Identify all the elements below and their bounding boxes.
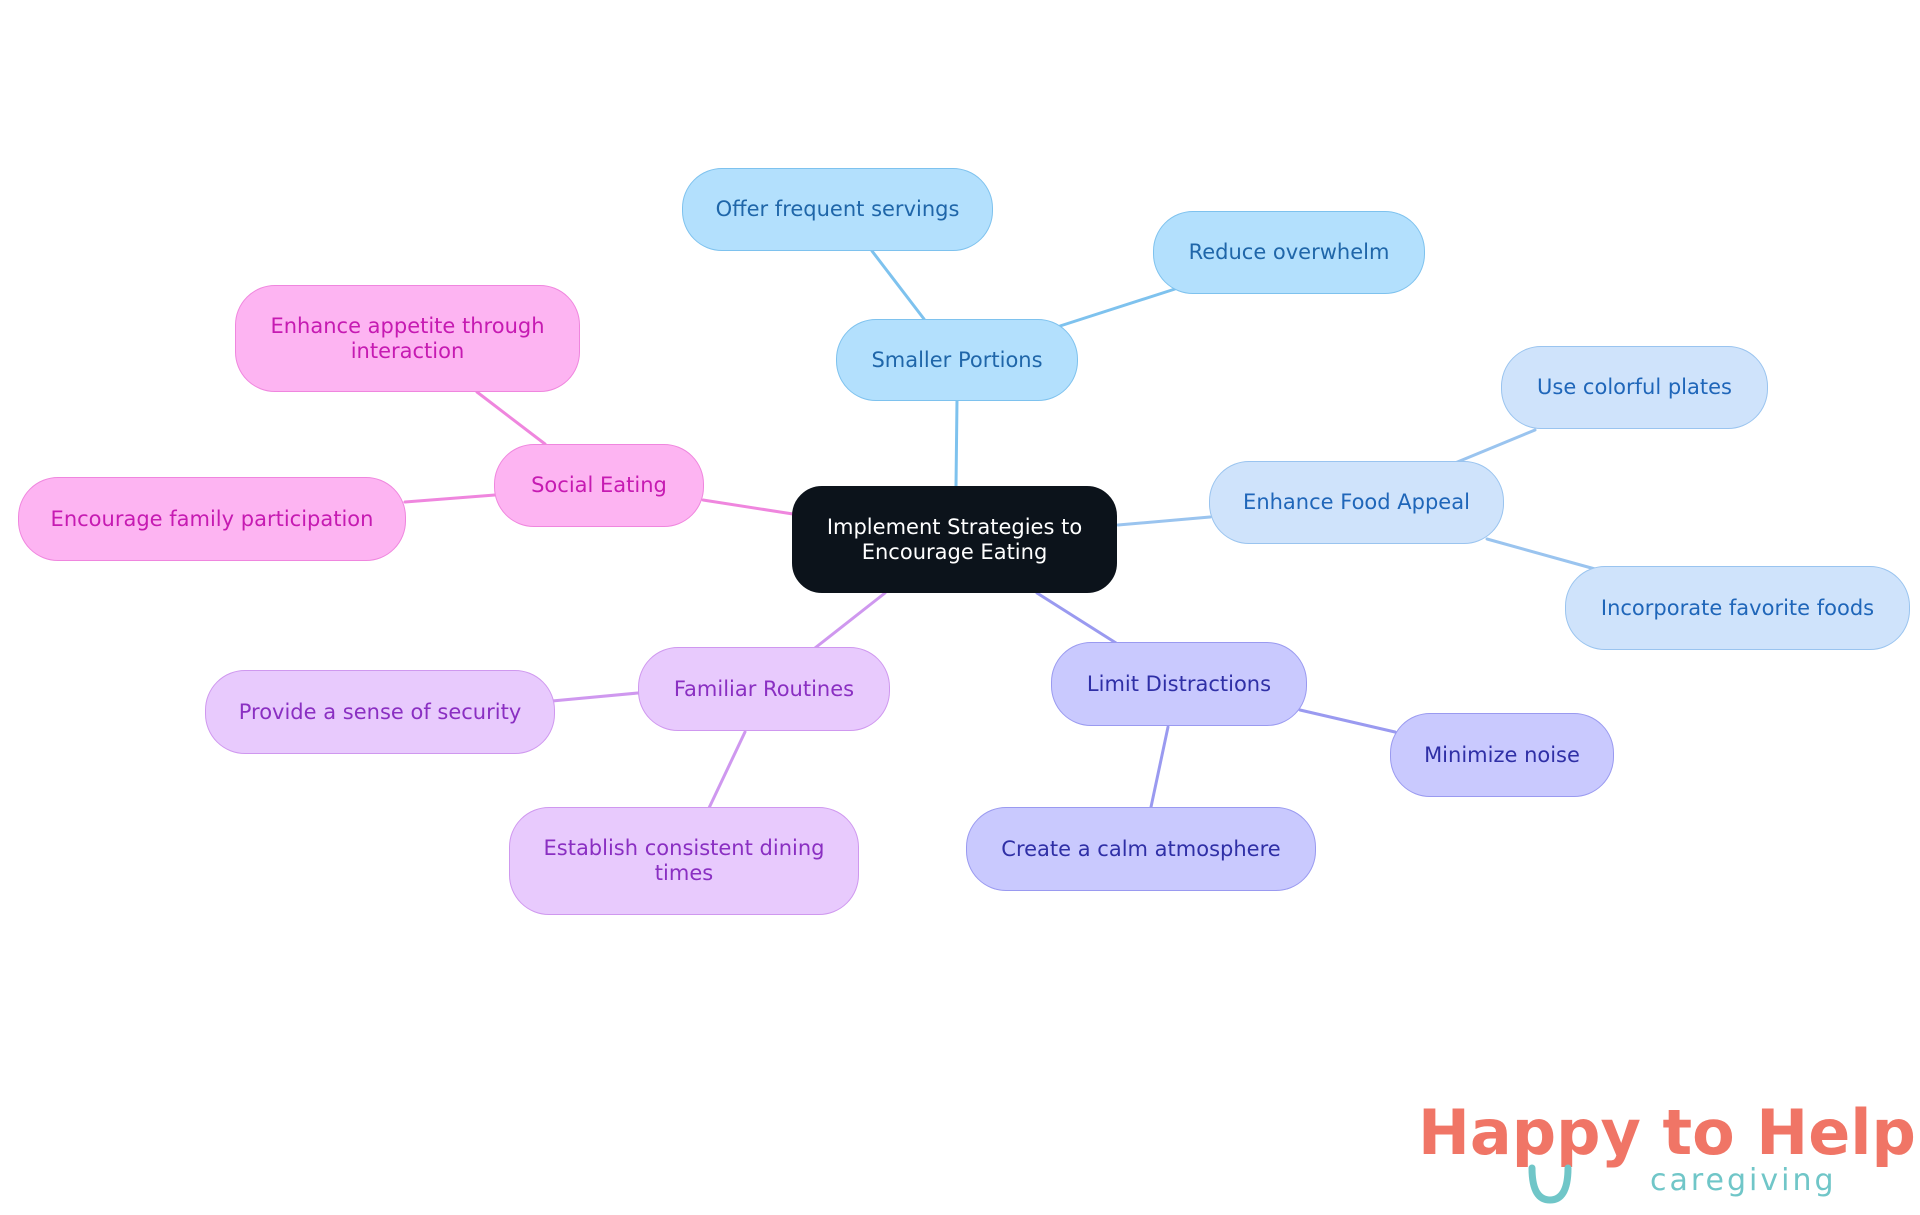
edge-appeal-favorite-foods (1485, 537, 1597, 571)
edge-root-smaller-portions (954, 398, 959, 488)
node-social-eating-label: Social Eating (531, 473, 667, 497)
edge-social-family-participation (403, 493, 497, 504)
node-sense-of-security-label: Provide a sense of security (238, 699, 522, 724)
node-enhance-appetite-interaction-label: Enhance appetite through interaction (270, 313, 545, 363)
node-minimize-noise-label: Minimize noise (1424, 742, 1580, 767)
node-consistent-dining-times: Establish consistent dining times (509, 807, 859, 915)
node-familiar-routines-label: Familiar Routines (673, 676, 855, 701)
node-reduce-overwhelm: Reduce overwhelm (1153, 211, 1425, 294)
edge-distractions-minimize-noise (1298, 708, 1397, 734)
edge-routines-dining-times (707, 730, 747, 810)
node-enhance-appetite-interaction: Enhance appetite through interaction (235, 285, 580, 392)
node-familiar-routines: Familiar Routines (638, 647, 890, 731)
node-incorporate-favorite-foods-label: Incorporate favorite foods (1600, 595, 1875, 620)
node-social-eating: Social Eating (494, 444, 704, 527)
node-offer-frequent-servings-label: Offer frequent servings (715, 197, 960, 221)
happy-to-help-logo: Happy to Help caregiving (1418, 1098, 1916, 1208)
node-smaller-portions-label: Smaller Portions (871, 347, 1043, 372)
smile-icon (1528, 1164, 1572, 1204)
edge-smaller-reduce-overwhelm (1058, 287, 1177, 328)
node-consistent-dining-times-label: Establish consistent dining times (543, 836, 825, 885)
node-offer-frequent-servings: Offer frequent servings (682, 168, 993, 251)
node-create-calm-atmosphere-label: Create a calm atmosphere (1001, 836, 1281, 861)
node-family-participation-label: Encourage family participation (50, 506, 374, 531)
edge-smaller-offer-frequent (870, 249, 926, 321)
node-enhance-food-appeal-label: Enhance Food Appeal (1243, 490, 1470, 514)
edge-root-limit-distractions (1035, 591, 1118, 645)
edge-root-familiar-routines (813, 591, 887, 650)
node-minimize-noise: Minimize noise (1390, 713, 1614, 797)
node-smaller-portions: Smaller Portions (836, 319, 1078, 401)
node-use-colorful-plates: Use colorful plates (1501, 346, 1768, 429)
node-limit-distractions-label: Limit Distractions (1086, 671, 1272, 696)
edge-distractions-calm-atmosphere (1149, 725, 1170, 809)
edge-root-social-eating (701, 498, 795, 516)
root-label: Implement Strategies to Encourage Eating (826, 514, 1083, 564)
edge-root-enhance-appeal (1116, 515, 1212, 527)
logo-wordmark: Happy to Help (1418, 1096, 1916, 1169)
node-reduce-overwhelm-label: Reduce overwhelm (1188, 240, 1390, 264)
node-incorporate-favorite-foods: Incorporate favorite foods (1565, 566, 1910, 650)
logo-tagline: caregiving (1650, 1163, 1837, 1198)
edge-routines-sense-security (550, 691, 640, 703)
node-use-colorful-plates-label: Use colorful plates (1537, 375, 1732, 399)
node-enhance-food-appeal: Enhance Food Appeal (1209, 461, 1504, 544)
edge-appeal-colorful-plates (1453, 428, 1537, 465)
root-node: Implement Strategies to Encourage Eating (792, 486, 1117, 593)
node-create-calm-atmosphere: Create a calm atmosphere (966, 807, 1316, 891)
node-sense-of-security: Provide a sense of security (205, 670, 555, 754)
node-limit-distractions: Limit Distractions (1051, 642, 1307, 726)
node-family-participation: Encourage family participation (18, 477, 406, 561)
edge-social-enhance-appetite (475, 390, 547, 446)
